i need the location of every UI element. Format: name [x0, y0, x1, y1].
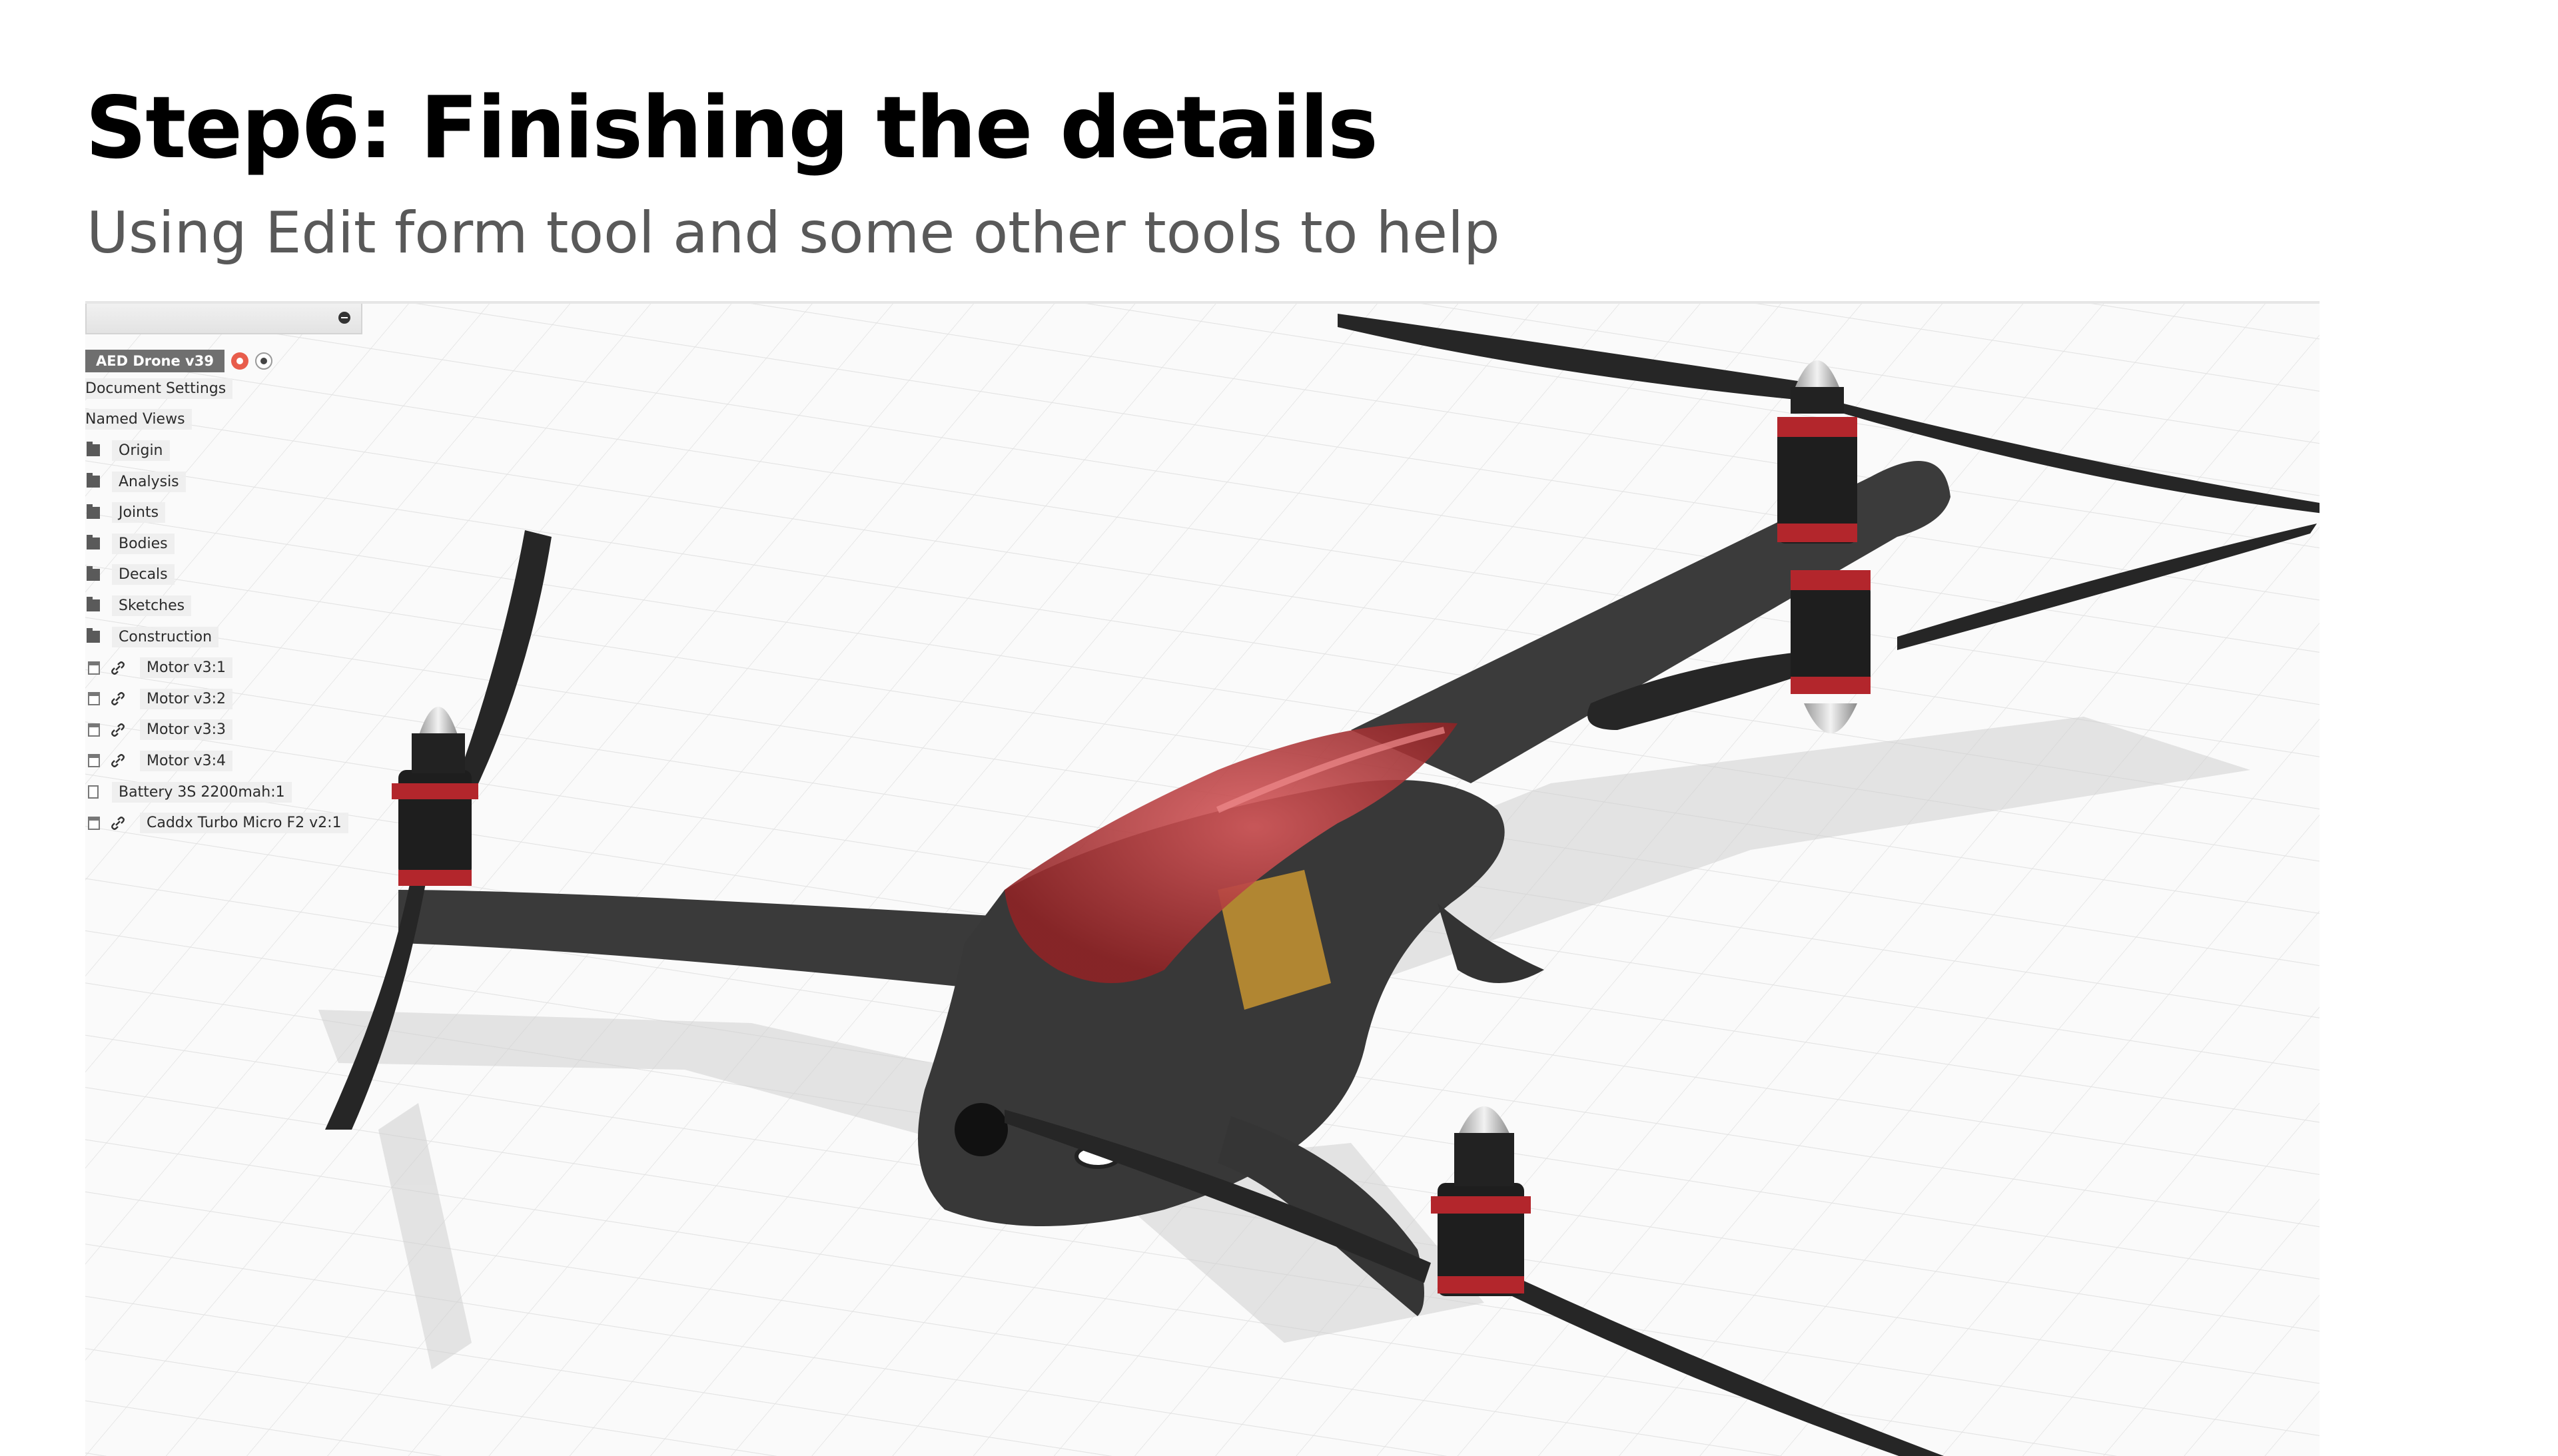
- link-icon: [109, 721, 127, 739]
- component-icon: [88, 723, 100, 737]
- component-icon: [88, 754, 100, 768]
- tree-item-sketches[interactable]: Sketches: [85, 590, 365, 621]
- slide-subtitle: Using Edit form tool and some other tool…: [87, 200, 1500, 266]
- component-icon: [88, 816, 100, 830]
- link-icon: [109, 815, 127, 832]
- tree-item-label: Analysis: [112, 471, 186, 492]
- tree-item-label: Construction: [112, 626, 219, 647]
- tree-item-origin[interactable]: Origin: [85, 435, 365, 466]
- tree-item-analysis[interactable]: Analysis: [85, 466, 365, 498]
- folder-icon: [87, 504, 100, 519]
- browser-panel: AED Drone v39 Document Settings Named Vi…: [85, 304, 365, 839]
- tree-item-label: Named Views: [85, 409, 192, 430]
- tree-item-label: Battery 3S 2200mah:1: [112, 781, 292, 803]
- radio-icon[interactable]: [254, 352, 272, 370]
- folder-icon: [87, 597, 100, 612]
- tree-item-decals[interactable]: Decals: [85, 559, 365, 591]
- slide-title: Step6: Finishing the details: [85, 79, 1378, 178]
- tree-item-joints[interactable]: Joints: [85, 497, 365, 528]
- camera-lens: [955, 1103, 1008, 1156]
- link-icon: [109, 659, 127, 677]
- tree-item-construction[interactable]: Construction: [85, 621, 365, 653]
- tree-item-label: Decals: [112, 564, 175, 585]
- canopy: [1005, 722, 1458, 983]
- tree-item-label: Joints: [112, 502, 166, 524]
- tree-item-label: Motor v3:3: [140, 719, 232, 741]
- motor-front-right: [1431, 1106, 1531, 1296]
- component-icon: [88, 785, 99, 799]
- motor-rear-right-bottom: [1791, 570, 1871, 733]
- drone-3d-model[interactable]: [85, 304, 2320, 1456]
- battery: [1218, 870, 1331, 1010]
- tree-item-battery[interactable]: Battery 3S 2200mah:1: [85, 777, 365, 808]
- tree-item-label: Bodies: [112, 533, 175, 554]
- tree-item-bodies[interactable]: Bodies: [85, 528, 365, 559]
- browser-root[interactable]: AED Drone v39: [85, 349, 365, 373]
- tree-item-label: Motor v3:4: [140, 750, 232, 771]
- component-icon: [88, 661, 100, 675]
- tree-item-label: Motor v3:1: [140, 657, 232, 679]
- tree-item-label: Origin: [112, 440, 170, 461]
- folder-icon: [87, 473, 100, 488]
- folder-icon: [87, 442, 100, 457]
- tree-item-label: Sketches: [112, 595, 192, 616]
- folder-icon: [87, 628, 100, 643]
- tree-item-label: Document Settings: [85, 378, 233, 399]
- motor-left: [392, 707, 478, 886]
- folder-icon: [87, 565, 100, 581]
- record-icon[interactable]: [230, 352, 248, 370]
- tree-item-named-views[interactable]: Named Views: [85, 404, 365, 436]
- folder-icon: [87, 535, 100, 550]
- component-icon: [88, 692, 100, 706]
- tree-item-motor-2[interactable]: Motor v3:2: [85, 683, 365, 715]
- tree-item-label: Motor v3:2: [140, 688, 232, 709]
- arm-front-right: [1218, 1116, 1424, 1316]
- tree-item-label: Caddx Turbo Micro F2 v2:1: [140, 813, 348, 834]
- arm-left: [398, 890, 1005, 990]
- tree-item-motor-1[interactable]: Motor v3:1: [85, 652, 365, 683]
- motor-rear-right-top: [1777, 360, 1857, 544]
- tree-item-motor-4[interactable]: Motor v3:4: [85, 745, 365, 777]
- tree-item-camera[interactable]: Caddx Turbo Micro F2 v2:1: [85, 807, 365, 839]
- tree-item-document-settings[interactable]: Document Settings: [85, 373, 365, 404]
- browser-header: [85, 304, 362, 334]
- propellers: [325, 314, 2320, 1456]
- collapse-icon[interactable]: [338, 312, 350, 324]
- root-component-label[interactable]: AED Drone v39: [85, 350, 224, 372]
- tail-fin: [1438, 903, 1544, 983]
- link-icon: [109, 690, 127, 707]
- design-viewport[interactable]: AED Drone v39 Document Settings Named Vi…: [85, 301, 2320, 1456]
- link-icon: [109, 752, 127, 769]
- tree-item-motor-3[interactable]: Motor v3:3: [85, 715, 365, 746]
